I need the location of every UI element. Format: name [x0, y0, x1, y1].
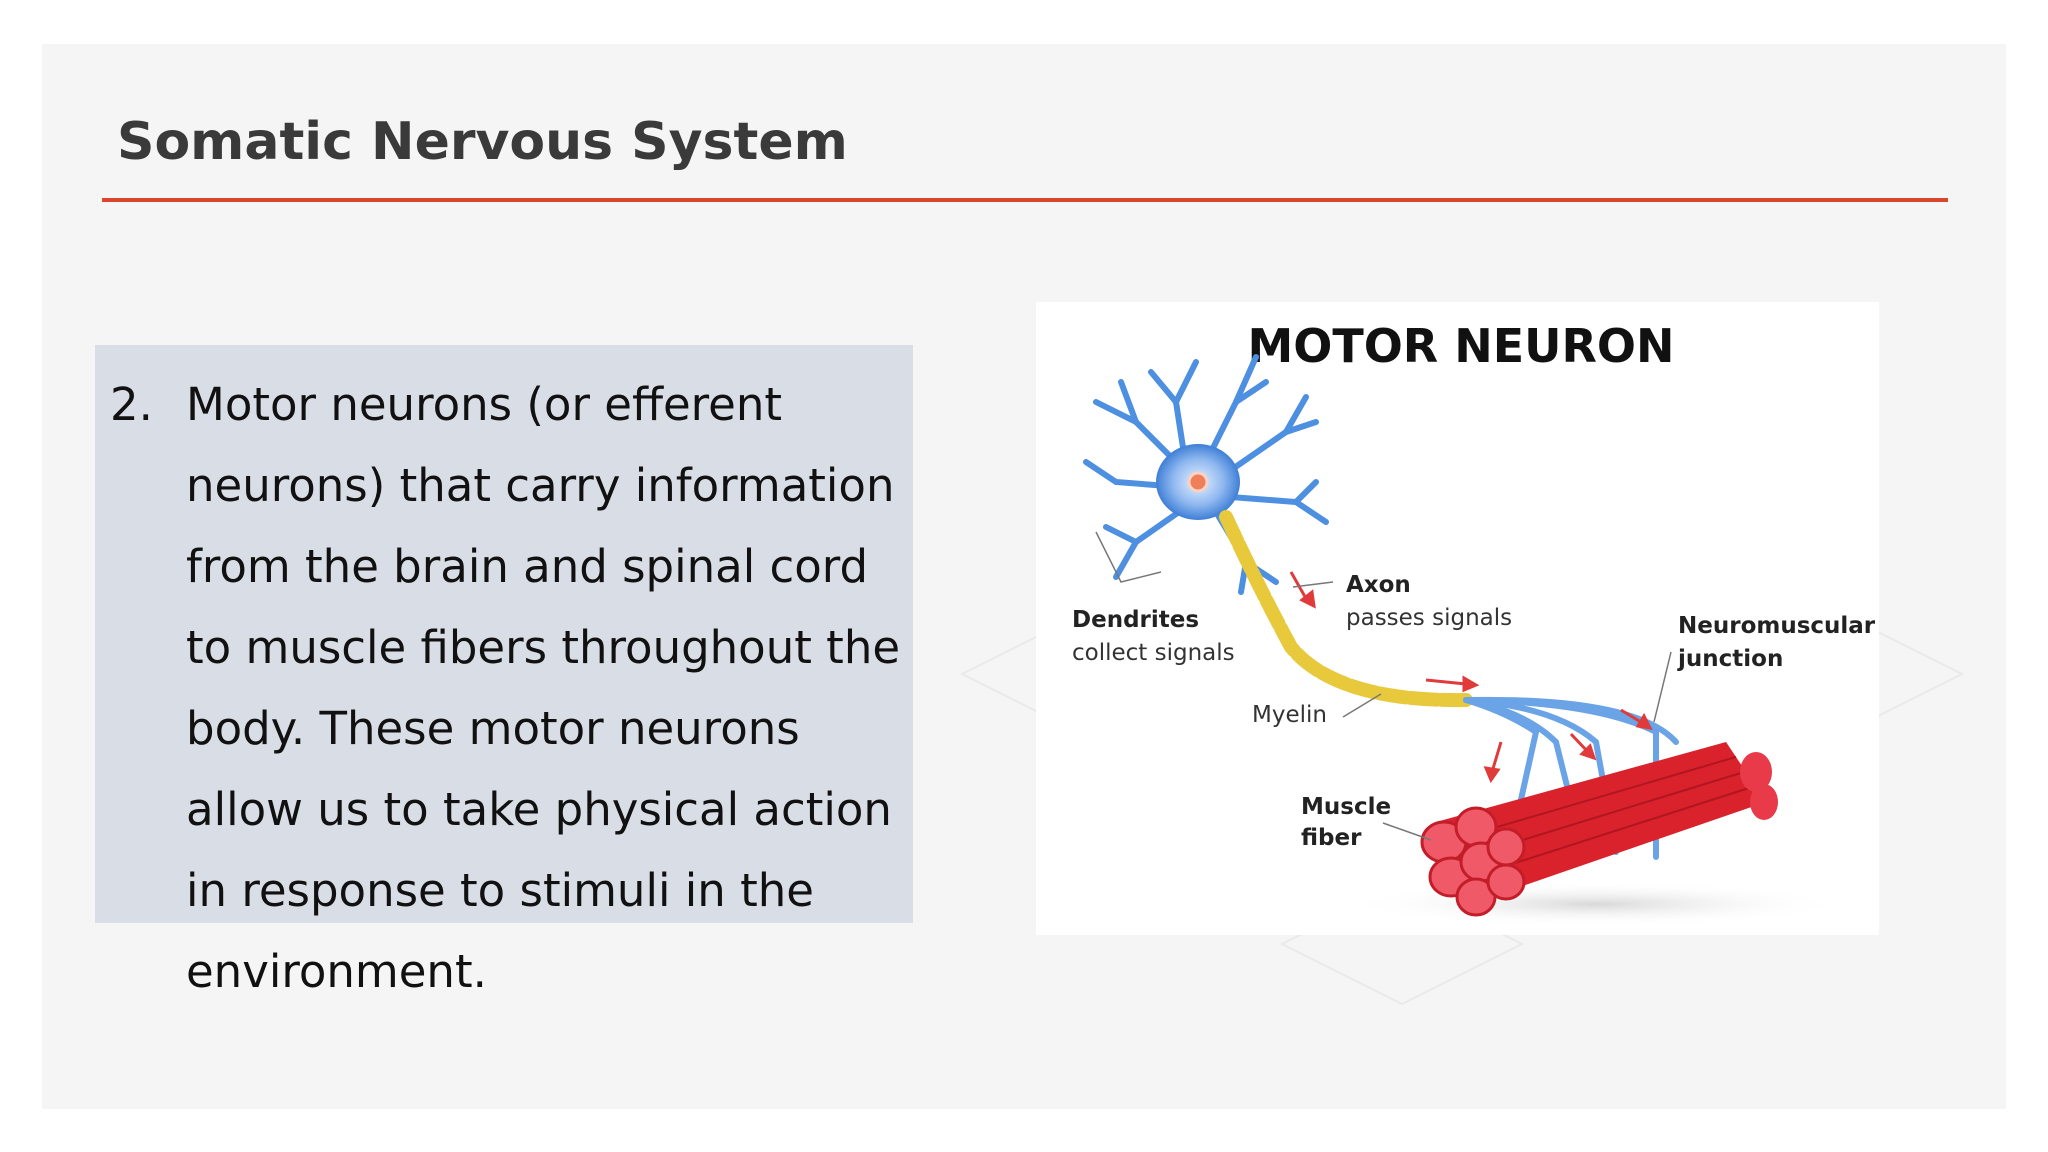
dendrites-graphic [1083, 354, 1329, 595]
figure-title: MOTOR NEURON [1247, 319, 1674, 373]
junction-label-line1: Neuromuscular [1678, 613, 1876, 639]
list-number: 2. [110, 378, 153, 431]
motor-neuron-figure: MOTOR NEURON [1036, 302, 1879, 935]
signal-arrows-graphic [1289, 571, 1653, 784]
axon-label: Axon [1346, 572, 1411, 598]
dendrites-sublabel: collect signals [1072, 640, 1235, 666]
muscle-fiber-graphic [1420, 742, 1778, 917]
myelin-label: Myelin [1252, 702, 1327, 728]
axon-sublabel: passes signals [1346, 605, 1512, 631]
text-highlight-box [95, 345, 913, 923]
slide: Somatic Nervous System 2. Motor neurons … [42, 44, 2006, 1109]
muscle-label-line1: Muscle [1301, 794, 1391, 820]
dendrites-label: Dendrites [1072, 607, 1199, 633]
axon-graphic [1219, 510, 1473, 708]
leader-lines [1095, 531, 1672, 841]
junction-label-line2: junction [1677, 646, 1783, 672]
slide-title: Somatic Nervous System [117, 112, 848, 172]
list-item-text: Motor neurons (or efferent neurons) that… [186, 378, 901, 998]
title-divider [102, 198, 1948, 202]
nucleus-graphic [1187, 471, 1209, 493]
muscle-shadow-graphic [1346, 882, 1846, 926]
muscle-label-line2: fiber [1301, 825, 1362, 851]
